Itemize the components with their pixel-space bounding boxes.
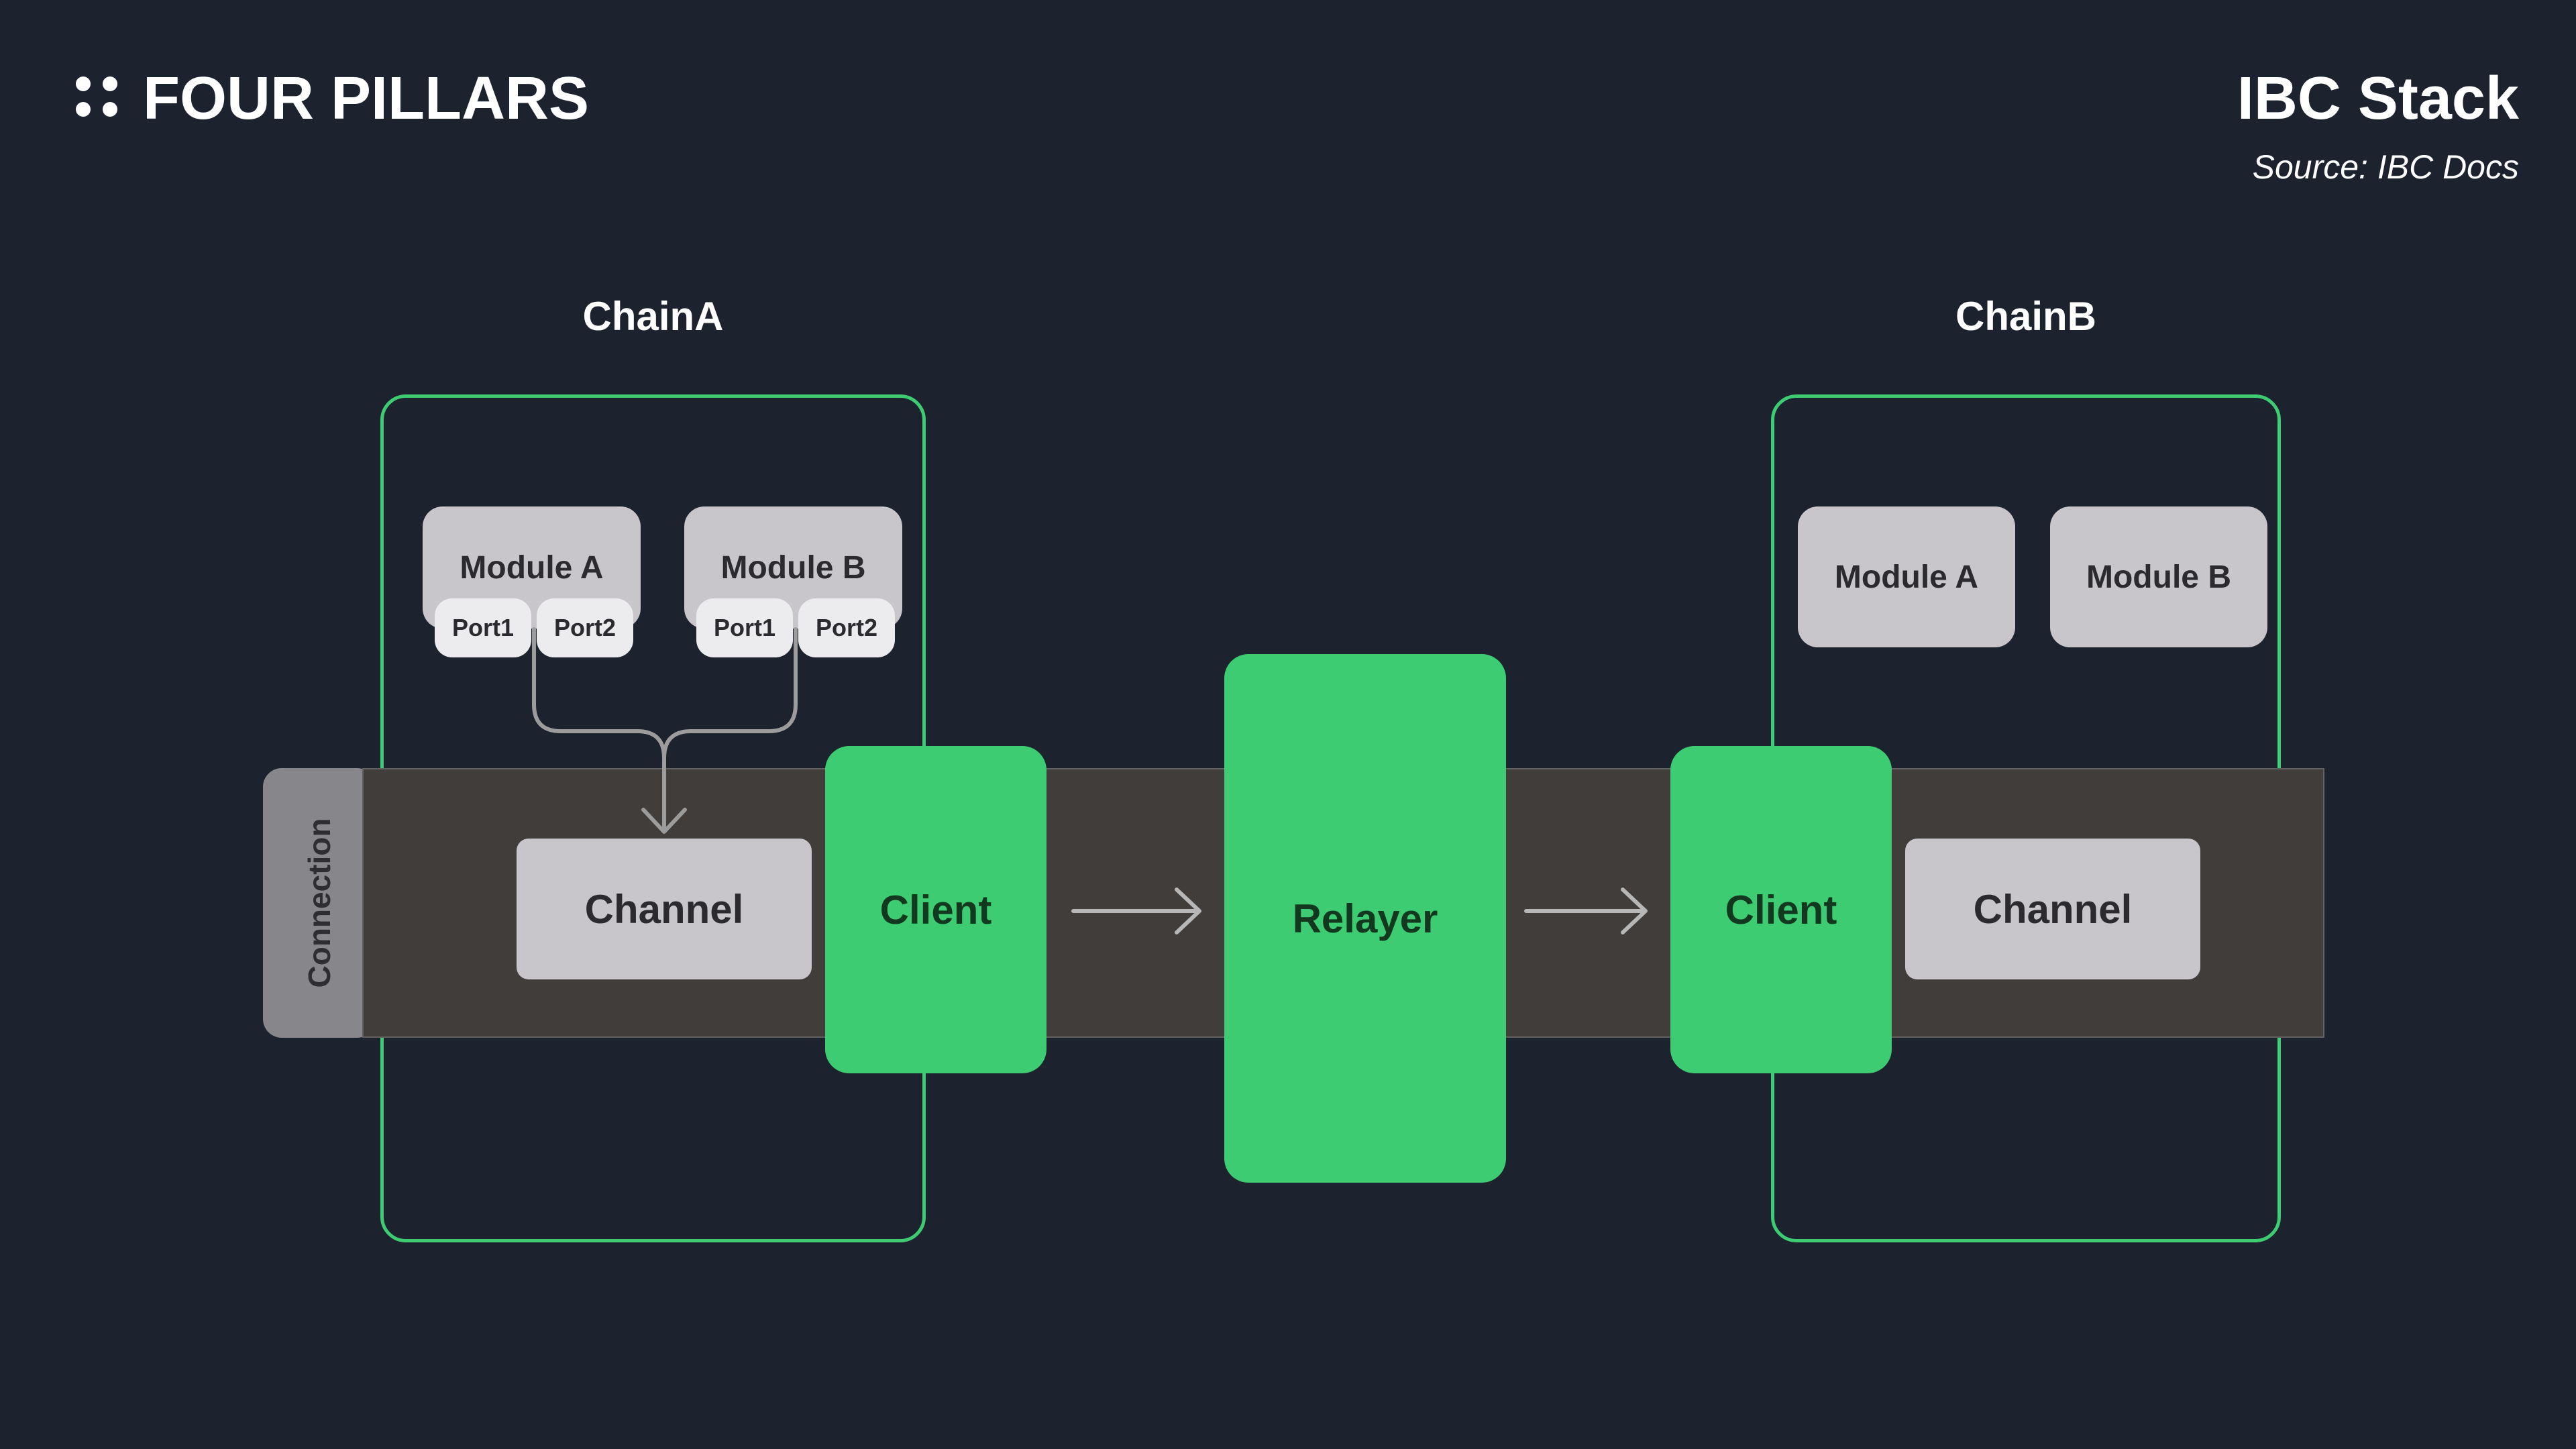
chain-b-label: ChainB xyxy=(1955,293,2096,339)
chain-b-module-b: Module B xyxy=(2050,506,2267,647)
chain-b-channel-node: Channel xyxy=(1905,839,2200,979)
logo-dot-icon xyxy=(76,76,91,91)
module-label: Module B xyxy=(2086,559,2231,595)
connection-label: Connection xyxy=(302,818,337,988)
port-pill: Port2 xyxy=(537,598,633,657)
module-label: Module A xyxy=(460,550,604,586)
port-pill: Port2 xyxy=(798,598,895,657)
brand-title: FOUR PILLARS xyxy=(143,64,589,132)
chain-a-client-node: Client xyxy=(825,746,1046,1073)
chain-a-module-a: Module A Port1 Port2 xyxy=(423,506,641,657)
four-dots-logo-icon xyxy=(76,76,117,117)
port-pill: Port1 xyxy=(435,598,531,657)
module-label: Module B xyxy=(720,550,866,586)
port-pill: Port1 xyxy=(696,598,793,657)
logo-dot-icon xyxy=(103,102,117,117)
chain-a-channel-node: Channel xyxy=(517,839,812,979)
logo-dot-icon xyxy=(76,102,91,117)
relayer-node: Relayer xyxy=(1224,654,1506,1183)
source-subtitle: Source: IBC Docs xyxy=(2252,148,2519,186)
module-label: Module A xyxy=(1834,559,1979,595)
chain-b-client-node: Client xyxy=(1670,746,1892,1073)
chain-b-module-a: Module A xyxy=(1798,506,2015,647)
page-title: IBC Stack xyxy=(2237,64,2519,132)
chain-a-label: ChainA xyxy=(582,293,724,339)
connection-tab: Connection xyxy=(263,768,376,1038)
logo-dot-icon xyxy=(103,76,117,91)
chain-a-module-b: Module B Port1 Port2 xyxy=(684,506,902,657)
